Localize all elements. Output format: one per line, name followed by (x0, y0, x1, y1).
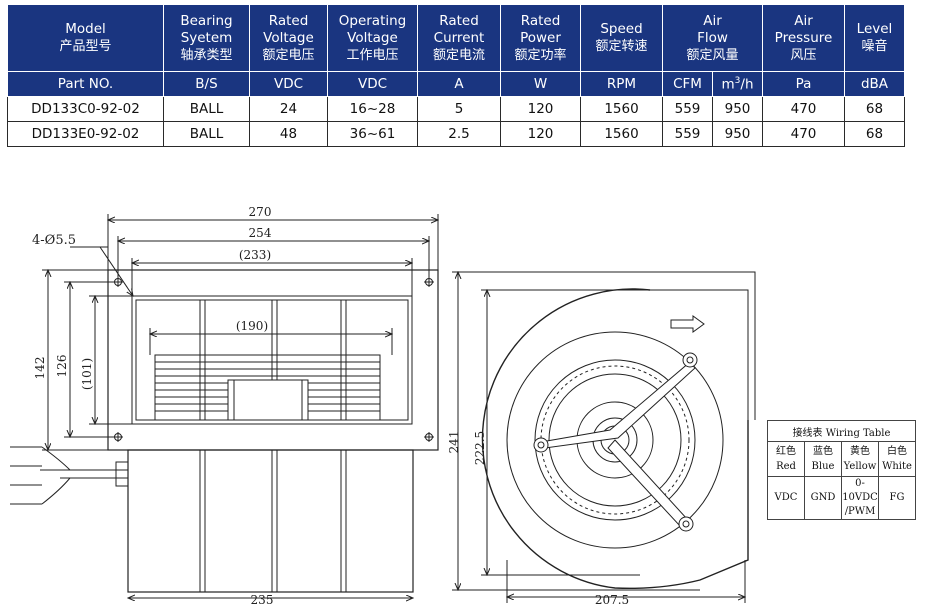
wire-color-yellow: 黄色 Yellow (841, 441, 879, 477)
wire-func-fg: FG (878, 476, 916, 520)
cell-power: 120 (500, 96, 581, 122)
cell-current: 5 (417, 96, 501, 122)
wire-func-pwm: 0-10VDC /PWM (841, 476, 879, 520)
dim-opening-height: (101) (80, 358, 94, 390)
dim-side-depth: 207.5 (595, 593, 629, 607)
unit-speed: RPM (580, 71, 663, 97)
table-row: DD133E0-92-02 BALL 48 36~61 2.5 120 1560… (7, 121, 905, 147)
front-view (10, 214, 438, 598)
dim-height: 142 (33, 357, 47, 380)
wire-color-blue: 蓝色 Blue (804, 441, 842, 477)
dim-overall-width: 270 (249, 205, 272, 219)
wire-func-vdc: VDC (767, 476, 805, 520)
cell-model: DD133E0-92-02 (7, 121, 164, 147)
cell-pressure: 470 (762, 96, 845, 122)
cell-pressure: 470 (762, 121, 845, 147)
side-view (452, 272, 756, 603)
wiring-table-title: 接线表 Wiring Table (767, 420, 916, 442)
table-row: DD133C0-92-02 BALL 24 16~28 5 120 1560 5… (7, 96, 905, 122)
unit-cfm: CFM (662, 71, 713, 97)
cell-rated-voltage: 24 (249, 96, 328, 122)
cell-speed: 1560 (580, 121, 663, 147)
wire-color-red: 红色 Red (767, 441, 805, 477)
technical-drawing: 270 254 (233) (190) 4-Ø5.5 142 126 (101)… (10, 205, 756, 607)
wire-func-gnd: GND (804, 476, 842, 520)
wiring-table: 接线表 Wiring Table 红色 Red 蓝色 Blue 黄色 Yello… (767, 420, 916, 520)
wire-color-white: 白色 White (878, 441, 916, 477)
cell-model: DD133C0-92-02 (7, 96, 164, 122)
cell-power: 120 (500, 121, 581, 147)
cell-bearing: BALL (163, 96, 250, 122)
cell-current: 2.5 (417, 121, 501, 147)
cell-noise: 68 (844, 121, 905, 147)
cell-m3h: 950 (712, 121, 763, 147)
dim-body-width: 235 (251, 593, 274, 607)
unit-power: W (500, 71, 581, 97)
cell-cfm: 559 (662, 121, 713, 147)
cell-noise: 68 (844, 96, 905, 122)
dim-inner: (190) (236, 319, 268, 333)
dim-hole-spacing: 254 (249, 226, 272, 240)
cell-cfm: 559 (662, 96, 713, 122)
hole-note: 4-Ø5.5 (32, 233, 76, 248)
dim-side-inner-height: 222.5 (473, 431, 487, 465)
cell-m3h: 950 (712, 96, 763, 122)
unit-operating-voltage: VDC (327, 71, 418, 97)
unit-part-no: Part NO. (7, 71, 164, 97)
unit-noise: dBA (844, 71, 905, 97)
dim-opening: (233) (239, 248, 271, 262)
dim-hole-height: 126 (55, 355, 69, 378)
unit-m3h: m3/h (712, 71, 763, 97)
cell-speed: 1560 (580, 96, 663, 122)
cell-operating-voltage: 16~28 (327, 96, 418, 122)
dim-side-height: 241 (447, 431, 461, 454)
cell-bearing: BALL (163, 121, 250, 147)
unit-rated-voltage: VDC (249, 71, 328, 97)
unit-current: A (417, 71, 501, 97)
cell-operating-voltage: 36~61 (327, 121, 418, 147)
unit-bs: B/S (163, 71, 250, 97)
unit-pressure: Pa (762, 71, 845, 97)
cell-rated-voltage: 48 (249, 121, 328, 147)
units-row: Part NO. B/S VDC VDC A W RPM CFM m3/h Pa… (7, 71, 905, 97)
